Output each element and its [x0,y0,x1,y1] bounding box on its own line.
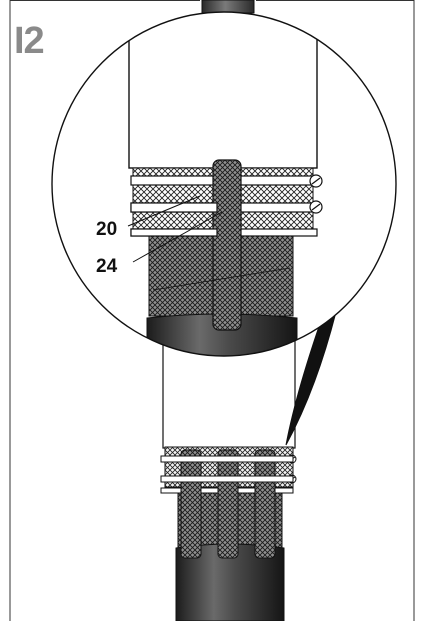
step-label: I2 [14,20,45,62]
detail-tube [128,12,318,169]
callout-20: 20 [96,219,118,240]
detail-circle-outline [51,11,397,357]
callout-24: 24 [96,256,118,277]
detail-ground-strap [212,159,242,331]
ground-strap-1 [180,449,202,559]
frame-border [9,0,415,621]
ground-strap-2 [217,449,239,559]
top-cable-stub [201,0,255,14]
leader-line-20 [127,195,201,227]
ground-strap-3 [254,449,276,559]
lower-assembly [160,329,297,621]
magnified-detail [51,11,397,357]
leader-line-24 [132,211,223,263]
